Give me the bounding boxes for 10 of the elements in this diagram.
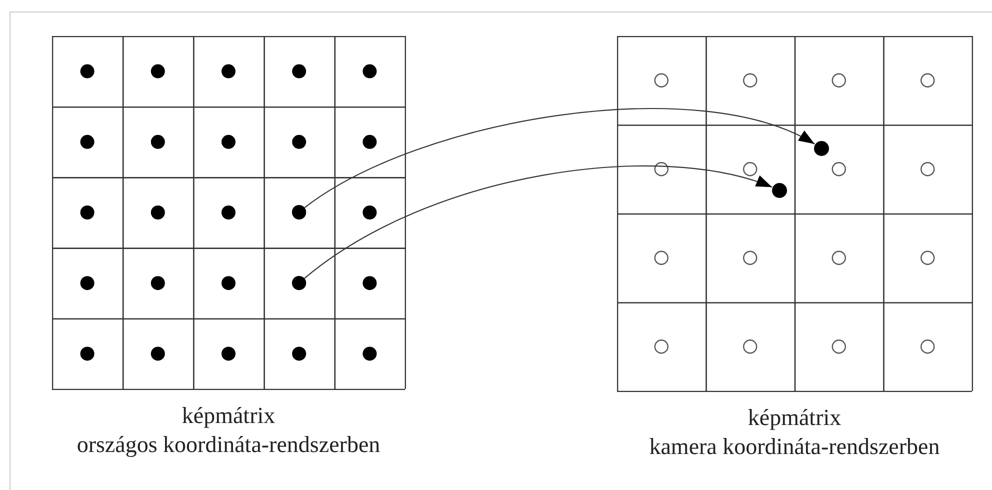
point-dot xyxy=(292,205,306,219)
point-dot xyxy=(292,276,306,290)
point-dot xyxy=(814,140,828,156)
grid-caption: képmátrix xyxy=(746,404,842,432)
arrow xyxy=(304,108,815,208)
grid-caption: országos koordináta-rendszerben xyxy=(76,431,382,459)
arrow xyxy=(304,166,772,279)
grid-caption: kamera koordináta-rendszerben xyxy=(648,433,941,461)
point-dot xyxy=(772,182,786,198)
grid-caption: képmátrix xyxy=(180,402,276,430)
